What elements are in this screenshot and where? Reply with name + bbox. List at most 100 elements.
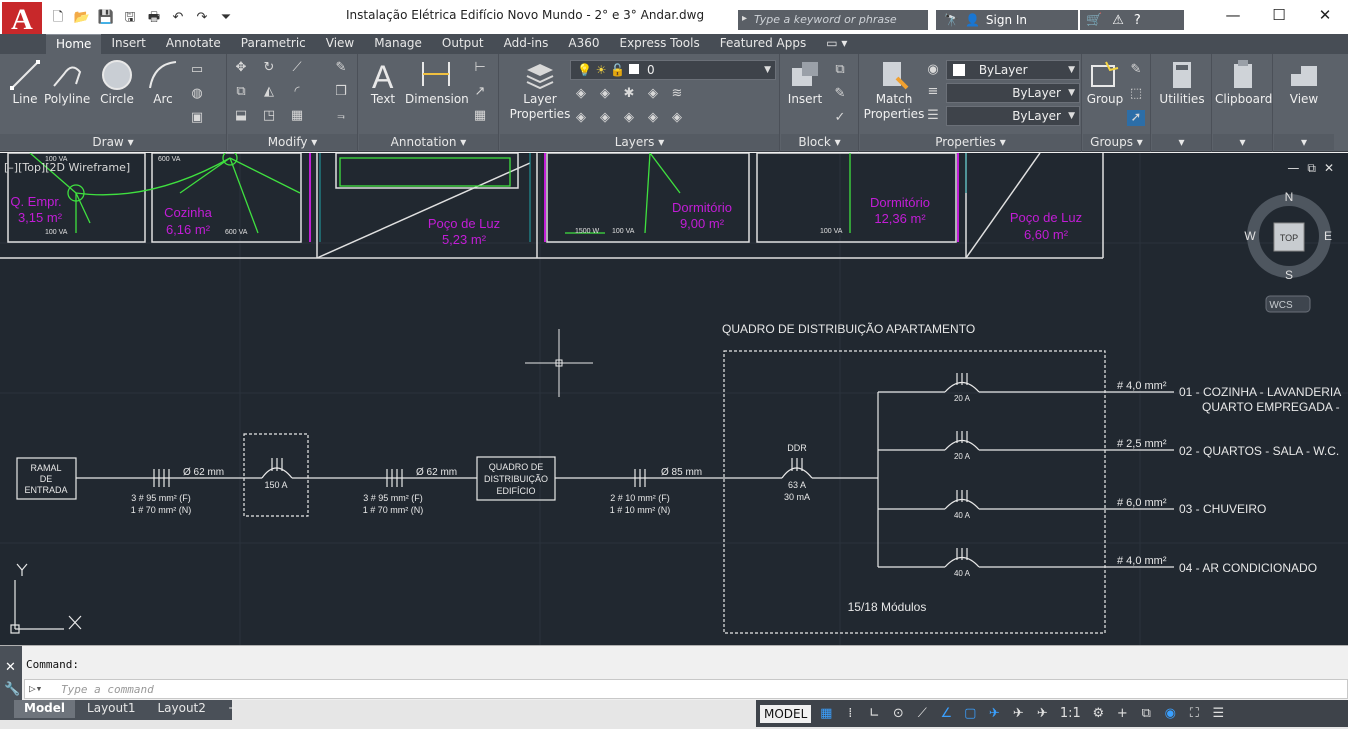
leader-icon[interactable]: ↗ [474,84,486,99]
block-panel-title[interactable]: Block ▾ [781,134,858,150]
layer-tool-5-icon[interactable]: ≋ [671,86,683,101]
save-icon[interactable]: 💾 [97,10,115,25]
circle-tool[interactable]: Circle [98,58,136,107]
viewport-controls-label[interactable]: [–][Top][2D Wireframe] [4,161,131,174]
utilities-tool[interactable]: Utilities [1154,58,1210,107]
fillet-icon[interactable]: ◜ [294,84,300,99]
model-space-button[interactable]: MODEL [760,704,812,723]
match-properties-tool[interactable]: Match Properties [862,58,926,122]
grid-icon[interactable]: ▦ [820,705,833,721]
properties-panel-title[interactable]: Properties ▾ [860,134,1081,150]
isolate-icon[interactable]: ⧉ [1141,705,1151,721]
color-dropdown[interactable]: ByLayer ▼ [946,60,1080,80]
tab-output[interactable]: Output [441,36,484,50]
annotation-visibility-icon[interactable]: ✈ [988,705,1000,721]
block-attribute-icon[interactable]: ✓ [834,110,846,125]
ungroup-icon[interactable]: ✎ [1130,62,1142,77]
rotate-icon[interactable]: ↻ [263,60,275,75]
ortho-icon[interactable]: ∟ [868,705,880,721]
tab-annotate[interactable]: Annotate [165,36,221,50]
drawing-canvas[interactable]: Q. Empr. 3,15 m² Cozinha 6,16 m² Poço de… [0,153,1348,645]
add-layout-icon[interactable]: + [227,701,238,715]
polar-icon[interactable]: ⊙ [892,705,904,721]
create-block-icon[interactable]: ⧉ [835,62,845,77]
array-icon[interactable]: ▦ [290,108,304,123]
ribbon-minimize-icon[interactable]: ▭ ▾ [826,36,848,50]
viewport-minimize-icon[interactable]: — [1287,161,1300,175]
exchange-icon[interactable]: ⚠ [1112,12,1124,28]
layer-tool-6-icon[interactable]: ◈ [576,110,586,125]
plus-icon[interactable]: + [1116,705,1128,721]
tab-add-ins[interactable]: Add-ins [503,36,549,50]
offset-icon[interactable]: ⫬ [337,108,345,123]
redo-icon[interactable]: ↷ [196,10,208,25]
isodraft-icon[interactable]: ∠ [940,705,953,721]
search-input[interactable]: ▸Type a keyword or phrase [738,10,928,30]
layer-tool-9-icon[interactable]: ◈ [648,110,658,125]
view-tool[interactable]: View [1276,58,1332,107]
viewport-restore-icon[interactable]: ⧉ [1307,161,1316,175]
viewport-close-icon[interactable]: ✕ [1323,161,1334,175]
tab-parametric[interactable]: Parametric [240,36,306,50]
tab-insert[interactable]: Insert [111,36,146,50]
draw-panel-title[interactable]: Draw ▾ [0,134,226,150]
linetype-icon[interactable]: ≡ [927,84,939,99]
clipboard-panel-title[interactable]: ▾ [1213,134,1272,150]
tab-home[interactable]: Home [46,34,102,54]
tab-layout1[interactable]: Layout1 [87,701,136,715]
tab-express-tools[interactable]: Express Tools [619,36,700,50]
group-tool[interactable]: Group [1085,58,1125,107]
cart-icon[interactable]: 🛒 [1086,12,1103,28]
tab-featured-apps[interactable]: Featured Apps [719,36,807,50]
clean-screen-icon[interactable]: ⛶ [1189,705,1199,721]
layer-tool-2-icon[interactable]: ◈ [600,86,610,101]
workspace-gear-icon[interactable]: ⚙ [1092,705,1105,721]
layers-panel-title[interactable]: Layers ▾ [500,134,779,150]
utilities-panel-title[interactable]: ▾ [1152,134,1211,150]
clipboard-tool[interactable]: Clipboard [1215,58,1272,107]
layer-tool-7-icon[interactable]: ◈ [600,110,610,125]
maximize-button[interactable]: ☐ [1272,6,1286,24]
stretch-icon[interactable]: ⬓ [234,108,248,123]
edit-block-icon[interactable]: ✎ [834,86,846,101]
help-icon[interactable]: ? [1133,12,1141,28]
linear-dim-icon[interactable]: ⊢ [474,60,486,75]
open-file-icon[interactable]: 📂 [73,10,91,25]
snap-icon[interactable]: ⁞ [848,705,853,721]
text-tool[interactable]: A Text [365,58,401,107]
line-tool[interactable]: Line [8,58,42,107]
new-file-icon[interactable]: 🗋 [52,10,64,25]
tab-a360[interactable]: A360 [568,36,600,50]
customization-menu-icon[interactable]: ☰ [1212,705,1225,721]
tab-layout2[interactable]: Layout2 [157,701,206,715]
insert-tool[interactable]: Insert [783,58,827,107]
customize-command-icon[interactable]: 🔧 [4,682,21,697]
viewcube[interactable]: TOP N S E W WCS [1244,190,1332,313]
close-button[interactable]: ✕ [1318,6,1332,24]
trim-icon[interactable]: ⟋ [292,60,302,75]
sign-in-button[interactable]: 🔭👤Sign In [936,10,1078,30]
modify-panel-title[interactable]: Modify ▾ [228,134,357,150]
layer-tool-1-icon[interactable]: ◈ [576,86,586,101]
save-as-icon[interactable]: 🖫 [124,10,136,25]
annotation-scale-icon[interactable]: ✈ [1036,705,1048,721]
arc-tool[interactable]: Arc [144,58,182,107]
tab-view[interactable]: View [325,36,355,50]
undo-icon[interactable]: ↶ [172,10,184,25]
scale-value[interactable]: 1:1 [1059,705,1081,721]
print-icon[interactable]: 🖶 [147,10,161,25]
view-panel-title[interactable]: ▾ [1274,134,1334,150]
tab-model[interactable]: Model [14,700,76,718]
table-icon[interactable]: ▦ [473,108,487,123]
lineweight-dropdown[interactable]: ByLayer ▼ [946,106,1080,126]
linetype-dropdown[interactable]: ByLayer ▼ [946,83,1080,103]
explode-icon[interactable]: ❒ [335,84,347,99]
group-edit-icon[interactable]: ⬚ [1129,86,1143,101]
boundary-icon[interactable]: ▣ [190,110,204,125]
dimension-tool[interactable]: Dimension [405,58,469,107]
application-menu-button[interactable]: A [2,2,42,40]
mirror-icon[interactable]: ◭ [264,84,274,99]
layer-tool-4-icon[interactable]: ◈ [648,86,658,101]
color-wheel-icon[interactable]: ◉ [927,62,939,77]
osnap-tracking-icon[interactable]: ⟋ [917,705,927,721]
